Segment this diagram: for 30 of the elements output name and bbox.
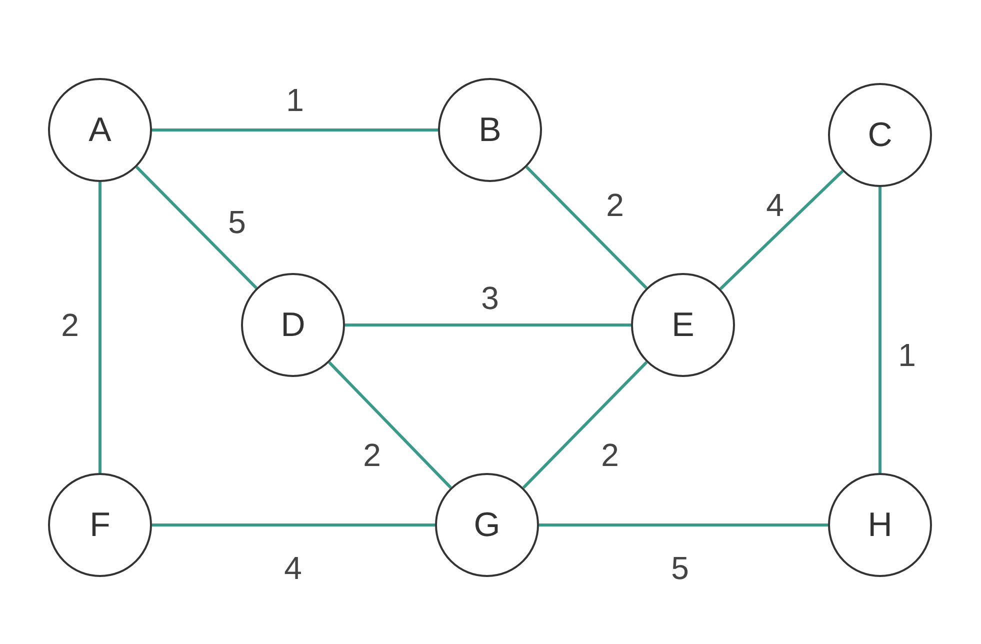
edge-label: 2 [606,189,624,221]
node-label: E [672,308,694,342]
node-label: A [88,113,112,147]
node-label: F [90,508,110,542]
edge-label: 3 [481,282,499,314]
node-label: C [868,118,892,152]
edge-label: 2 [61,309,79,341]
edge-label: 2 [363,439,381,471]
connector-line [152,128,438,132]
node-label: D [280,308,306,342]
connector-line [136,166,258,290]
edge-label: 2 [601,439,619,471]
connector-line [345,324,631,326]
connector-line [522,361,648,489]
node-label: B [478,113,502,147]
edge-label: 5 [228,206,246,238]
connector-line [539,524,828,526]
edge-label: 4 [284,552,302,584]
connector-line [719,170,844,290]
node-label: G [474,508,500,542]
edge-label: 1 [898,339,916,371]
node-label: H [868,508,892,542]
connector-line [98,182,102,473]
connector-line [878,187,882,473]
connector-line [328,361,452,489]
edge-label: 1 [286,84,304,116]
edge-label: 4 [766,189,784,221]
edge-label: 5 [671,552,689,584]
connector-line [152,524,435,526]
connector-line [526,166,648,290]
